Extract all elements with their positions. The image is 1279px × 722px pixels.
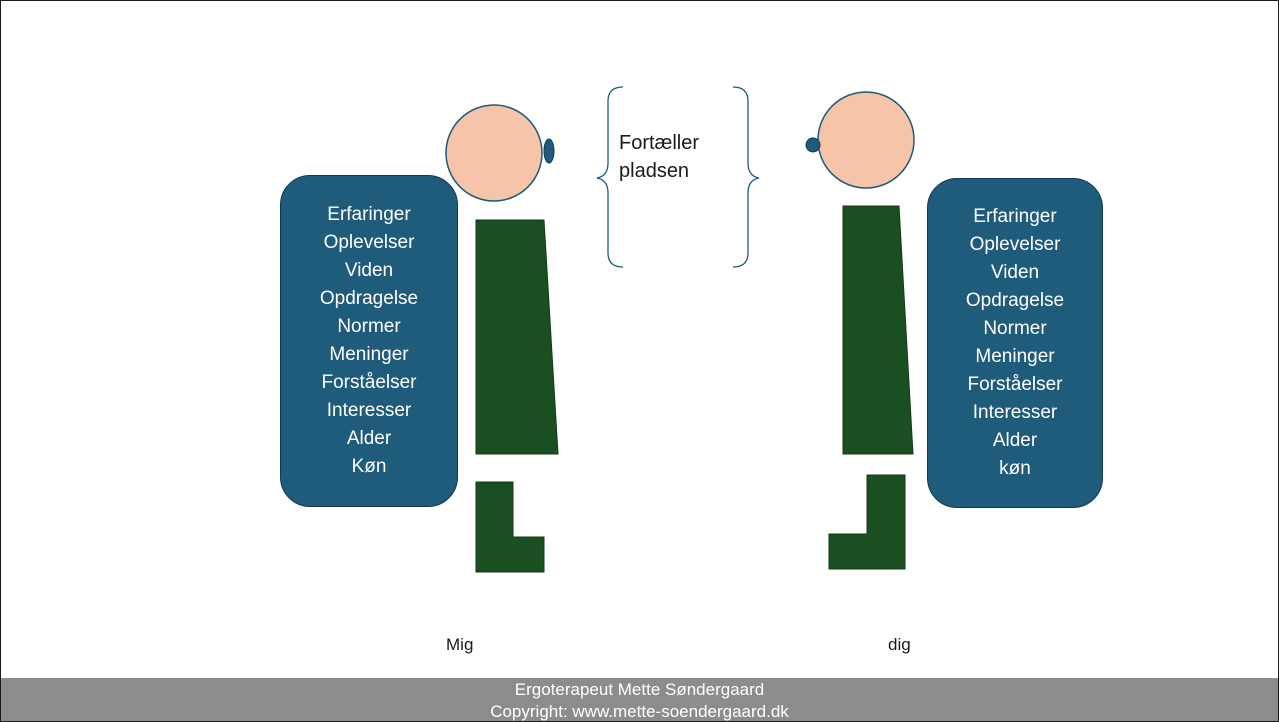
right-brace xyxy=(732,86,760,268)
left-trait-item: Interesser xyxy=(326,400,412,421)
left-trait-item: Køn xyxy=(351,456,387,477)
footer-author: Ergoterapeut Mette Søndergaard xyxy=(514,680,765,699)
left-trait-item: Forståelser xyxy=(321,372,417,393)
right-trait-item: køn xyxy=(999,458,1031,479)
right-trait-item: Meninger xyxy=(975,346,1055,367)
footer-bar: Ergoterapeut Mette Søndergaard Copyright… xyxy=(1,678,1278,721)
left-trait-item: Alder xyxy=(346,428,392,449)
footer-copyright: Copyright: www.mette-soendergaard.dk xyxy=(490,702,789,721)
speech-bubble-line: Fortæller xyxy=(619,132,700,154)
left-traits-box: Erfaringer Oplevelser Viden Opdragelse N… xyxy=(280,175,458,507)
right-person-caption: dig xyxy=(888,635,911,654)
left-person-head xyxy=(445,104,543,202)
left-trait-item: Normer xyxy=(337,316,401,337)
right-traits-box: Erfaringer Oplevelser Viden Opdragelse N… xyxy=(927,178,1103,508)
left-person-caption: Mig xyxy=(446,635,474,654)
speech-bubble-braces xyxy=(596,86,760,268)
right-person-ear xyxy=(805,137,821,153)
right-trait-item: Oplevelser xyxy=(969,234,1061,255)
right-person-figure xyxy=(805,91,915,570)
left-trait-item: Meninger xyxy=(329,344,409,365)
left-trait-item: Oplevelser xyxy=(323,232,415,253)
left-person-leg xyxy=(475,481,545,573)
left-trait-item: Viden xyxy=(344,260,394,281)
right-person-torso xyxy=(842,205,914,455)
speech-bubble-line: pladsen xyxy=(619,160,690,182)
right-trait-item: Opdragelse xyxy=(965,290,1065,311)
right-trait-item: Alder xyxy=(992,430,1038,451)
speech-bubble-text: Fortæller pladsen xyxy=(619,129,739,185)
left-person-ear xyxy=(543,138,555,164)
right-person-head xyxy=(817,91,915,189)
left-person-figure xyxy=(445,104,559,573)
left-brace xyxy=(596,86,624,268)
right-trait-item: Viden xyxy=(990,262,1040,283)
right-trait-item: Interesser xyxy=(972,402,1058,423)
right-trait-item: Erfaringer xyxy=(973,206,1057,227)
left-trait-item: Erfaringer xyxy=(327,204,411,225)
right-trait-item: Normer xyxy=(983,318,1047,339)
left-person-torso xyxy=(475,219,559,455)
right-person-leg xyxy=(828,474,906,570)
right-trait-item: Forståelser xyxy=(967,374,1063,395)
left-trait-item: Opdragelse xyxy=(319,288,419,309)
